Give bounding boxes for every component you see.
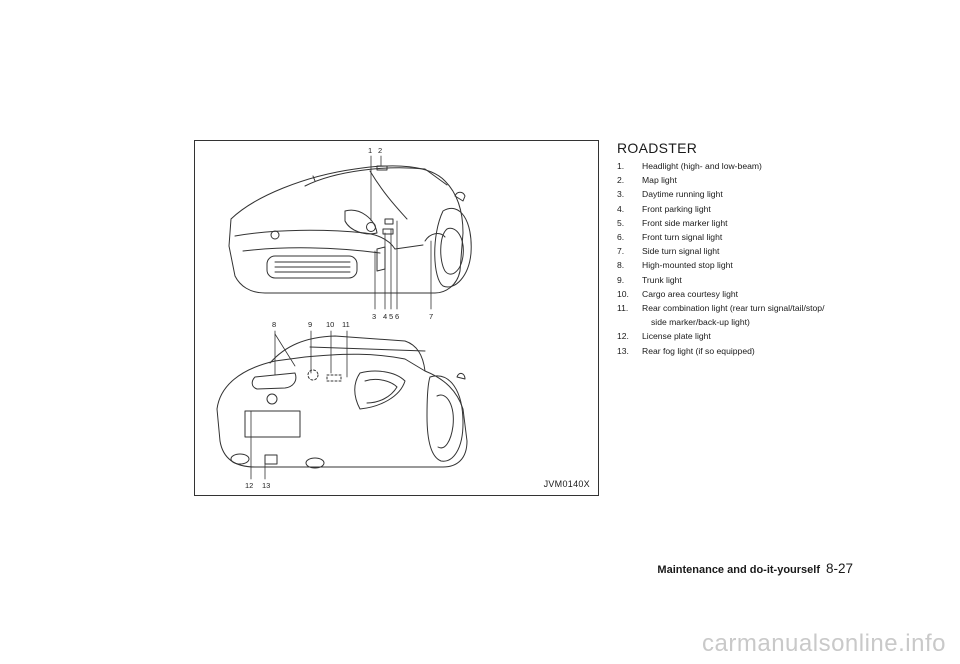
list-item: 11. Rear combination light (rear turn sig… (617, 301, 867, 329)
list-item: 6. Front turn signal light (617, 230, 867, 244)
item-text: Trunk light (642, 274, 682, 285)
list-item: 10. Cargo area courtesy light (617, 287, 867, 301)
callout-4: 4 (383, 312, 387, 321)
item-text: License plate light (642, 331, 711, 342)
front-view-car (228, 165, 472, 294)
item-text: Headlight (high- and low-beam) (642, 161, 762, 171)
item-text: Rear combination light (rear turn signal… (642, 303, 825, 314)
item-number: 8. (617, 260, 625, 271)
light-list: 1. Headlight (high- and low-beam) 2. Map l… (617, 159, 867, 358)
list-item: 7. Side turn signal light (617, 244, 867, 258)
list-item: 12. License plate light (617, 329, 867, 343)
vehicle-lights-figure: 1 2 3 4 5 6 7 8 9 10 11 12 13 JVM0140X (194, 140, 599, 496)
callout-1: 1 (368, 146, 372, 155)
item-text: Front parking light (642, 203, 711, 214)
item-text-continued: side marker/back-up light) (651, 317, 750, 328)
footer-section-name: Maintenance and do-it-yourself (657, 564, 820, 576)
list-item: 3. Daytime running light (617, 187, 867, 201)
roadster-illustration: 1 2 3 4 5 6 7 8 9 10 11 12 13 (216, 146, 472, 490)
leader-lines (250, 155, 432, 480)
item-number: 4. (617, 203, 625, 214)
item-number: 7. (617, 246, 625, 257)
callout-2: 2 (378, 146, 382, 155)
page-number: 8-27 (826, 561, 854, 576)
item-text: High-mounted stop light (642, 260, 733, 271)
item-number: 11. (617, 303, 629, 314)
item-text: Daytime running light (642, 189, 723, 200)
item-text: Side turn signal light (642, 246, 720, 257)
item-number: 13. (617, 345, 629, 356)
list-item: 8. High-mounted stop light (617, 258, 867, 272)
item-text: Rear fog light (if so equipped) (642, 345, 755, 356)
list-item: 1. Headlight (high- and low-beam) (617, 159, 867, 173)
item-text: Cargo area courtesy light (642, 288, 739, 299)
item-number: 3. (617, 189, 625, 200)
callout-3: 3 (372, 312, 376, 321)
callout-6: 6 (395, 312, 399, 321)
callout-7: 7 (429, 312, 433, 321)
callout-13: 13 (262, 481, 270, 490)
watermark: carmanualsonline.info (702, 630, 946, 657)
item-number: 2. (617, 175, 625, 186)
section-title: ROADSTER (617, 140, 698, 156)
item-text: Front turn signal light (642, 232, 723, 243)
item-text: Map light (642, 175, 677, 186)
callout-10: 10 (326, 320, 334, 329)
item-text: Front side marker light (642, 217, 728, 228)
item-number: 12. (617, 331, 629, 342)
list-item: 4. Front parking light (617, 202, 867, 216)
item-number: 1. (617, 161, 625, 171)
figure-code: JVM0140X (543, 479, 590, 489)
callout-11: 11 (342, 320, 350, 329)
callout-9: 9 (308, 320, 312, 329)
list-item: 2. Map light (617, 173, 867, 187)
list-item: 9. Trunk light (617, 273, 867, 287)
callout-8: 8 (272, 320, 276, 329)
item-number: 6. (617, 232, 625, 243)
item-number: 10. (617, 288, 629, 299)
item-number: 5. (617, 217, 625, 228)
item-number: 9. (617, 274, 625, 285)
callout-12: 12 (245, 481, 253, 490)
list-item: 13. Rear fog light (if so equipped) (617, 344, 867, 358)
list-item: 5. Front side marker light (617, 216, 867, 230)
callout-5: 5 (389, 312, 393, 321)
callout-labels: 1 2 3 4 5 6 7 8 9 10 11 12 13 (245, 146, 433, 490)
rear-view-car (216, 335, 468, 469)
